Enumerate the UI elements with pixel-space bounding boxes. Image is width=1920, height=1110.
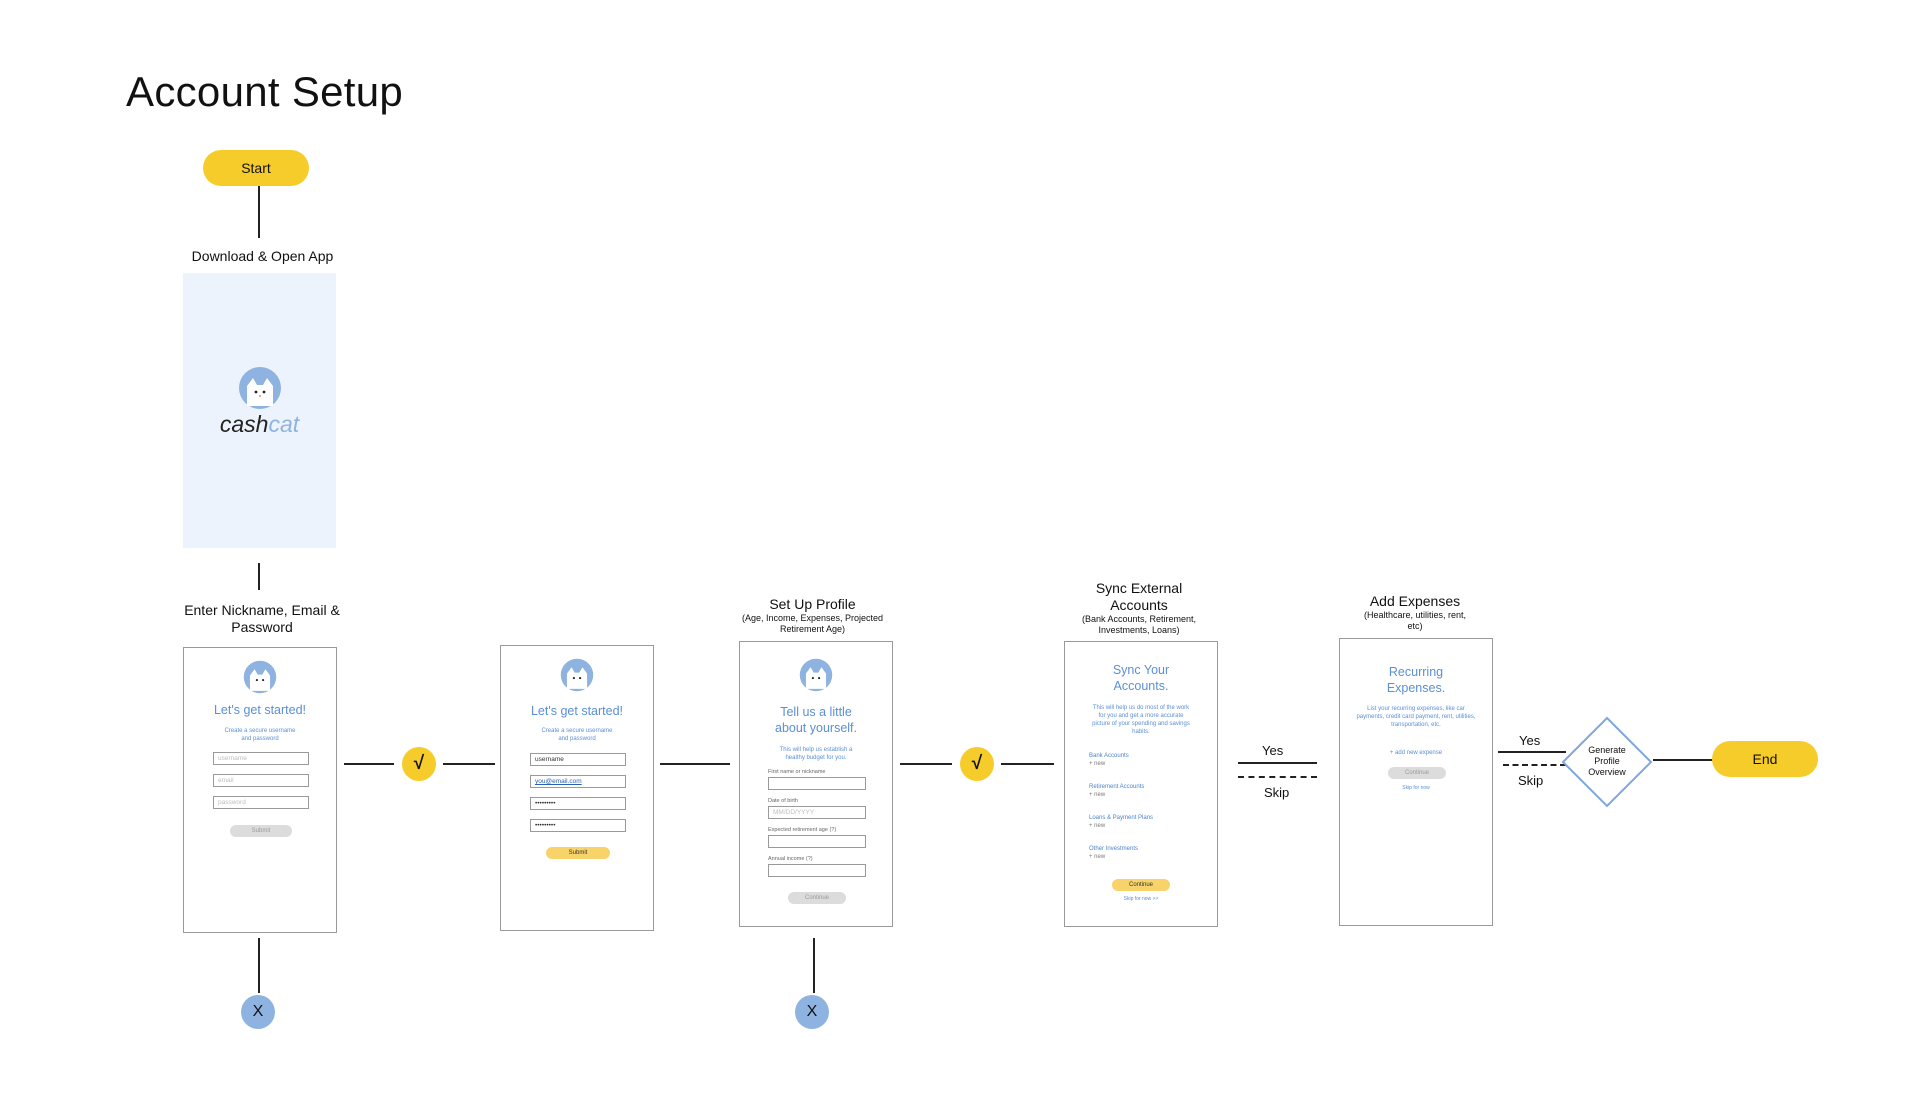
retirement-age-field[interactable] <box>768 835 866 848</box>
signup-subtext: Create a secure username and password <box>224 728 296 742</box>
step-profile-sub: (Age, Income, Expenses, Projected Retire… <box>741 613 884 634</box>
signup-screen-filled: Let's get started! Create a secure usern… <box>500 645 654 931</box>
add-new-link[interactable]: + new <box>1089 854 1106 860</box>
yes-line <box>1498 751 1566 753</box>
expenses-screen: Recurring Expenses. List your recurring … <box>1339 638 1493 926</box>
decision-label: Generate Profile Overview <box>1588 745 1626 777</box>
profile-subtext: This will help us establish a healthy bu… <box>779 747 853 761</box>
add-expense-link[interactable]: + add new expense <box>1389 750 1443 756</box>
brand-part-2: cat <box>268 411 300 437</box>
skip-line <box>1238 776 1317 778</box>
account-other-investments[interactable]: Other Investments + new <box>1089 845 1138 861</box>
yes-label: Yes <box>1519 733 1541 748</box>
profile-heading: Tell us a little about yourself. <box>775 705 857 735</box>
cat-face-icon <box>560 658 594 692</box>
connector-line <box>813 938 815 993</box>
confirm-password-field[interactable]: ••••••••• <box>530 819 626 832</box>
step-sync-label: Sync External Accounts (Bank Accounts, R… <box>1074 580 1204 636</box>
add-new-link[interactable]: + new <box>1089 823 1106 829</box>
brand-part-1: cash <box>219 411 269 437</box>
field-label: Annual income (?) <box>768 856 813 862</box>
check-icon: √ <box>960 747 994 781</box>
start-node: Start <box>203 150 309 186</box>
field-label: Date of birth <box>768 798 798 804</box>
skip-label: Skip <box>1264 785 1290 800</box>
connector-line <box>660 763 730 765</box>
sync-accounts-screen: Sync Your Accounts. This will help us do… <box>1064 641 1218 927</box>
connector-line <box>1001 763 1054 765</box>
check-icon: √ <box>402 747 436 781</box>
add-new-link[interactable]: + new <box>1089 761 1106 767</box>
splash-screen: cashcat <box>183 273 336 548</box>
email-field[interactable]: you@email.com <box>530 775 626 788</box>
connector-line <box>443 763 495 765</box>
connector-line <box>258 186 260 238</box>
diamond-shape <box>1561 716 1653 808</box>
step-sync-sub: (Bank Accounts, Retirement, Investments,… <box>1081 614 1197 635</box>
fail-x-icon: X <box>795 995 829 1029</box>
account-retirement[interactable]: Retirement Accounts + new <box>1089 783 1144 799</box>
step-expenses-label: Add Expenses (Healthcare, utilities, ren… <box>1358 593 1472 632</box>
decision-generate-profile: Generate Profile Overview <box>1561 716 1653 808</box>
income-field[interactable] <box>768 864 866 877</box>
sync-subtext: This will help us do most of the work fo… <box>1092 705 1190 735</box>
skip-label: Skip <box>1518 773 1544 788</box>
connector-line <box>344 763 394 765</box>
profile-screen: Tell us a little about yourself. This wi… <box>739 641 893 927</box>
submit-button[interactable]: Submit <box>546 847 610 859</box>
step-profile-label: Set Up Profile (Age, Income, Expenses, P… <box>735 596 890 635</box>
email-field[interactable]: email <box>213 774 309 787</box>
continue-button[interactable]: Continue <box>1112 879 1170 891</box>
skip-link[interactable]: Skip for now >> <box>1123 896 1159 902</box>
connector-line <box>1653 759 1713 761</box>
signup-heading: Let's get started! <box>213 703 307 717</box>
nickname-field[interactable] <box>768 777 866 790</box>
account-label: Retirement Accounts <box>1089 784 1145 790</box>
expenses-subtext: List your recurring expenses, like car p… <box>1356 706 1476 728</box>
step-expenses-title: Add Expenses <box>1369 593 1461 609</box>
expenses-heading: Recurring Expenses. <box>1386 665 1446 695</box>
step-expenses-sub: (Healthcare, utilities, rent, etc) <box>1363 610 1467 631</box>
fail-x-icon: X <box>241 995 275 1029</box>
cat-face-icon <box>799 658 833 692</box>
cat-face-icon <box>243 660 277 694</box>
account-loans[interactable]: Loans & Payment Plans + new <box>1089 814 1153 830</box>
account-label: Loans & Payment Plans <box>1089 815 1154 821</box>
continue-button[interactable]: Continue <box>1388 767 1446 779</box>
yes-label: Yes <box>1262 743 1284 758</box>
username-field[interactable]: username <box>213 752 309 765</box>
field-label: Expected retirement age (?) <box>768 827 837 833</box>
connector-line <box>900 763 952 765</box>
account-bank[interactable]: Bank Accounts + new <box>1089 752 1129 768</box>
end-node: End <box>1712 741 1818 777</box>
add-new-link[interactable]: + new <box>1089 792 1106 798</box>
connector-line <box>258 938 260 993</box>
skip-link[interactable]: Skip for now <box>1402 785 1430 791</box>
signup-screen-empty: Let's get started! Create a secure usern… <box>183 647 337 933</box>
step-profile-title: Set Up Profile <box>769 596 856 612</box>
signup-heading: Let's get started! <box>530 704 624 718</box>
step-download-label: Download & Open App <box>191 248 334 264</box>
step-sync-title: Sync External Accounts <box>1095 580 1183 613</box>
dob-field[interactable]: MM/DD/YYYY <box>768 806 866 819</box>
username-field[interactable]: username <box>530 753 626 766</box>
account-label: Other Investments <box>1089 846 1139 852</box>
brand-wordmark: cashcat <box>183 411 336 438</box>
password-field[interactable]: password <box>213 796 309 809</box>
sync-heading: Sync Your Accounts. <box>1112 663 1170 693</box>
yes-line <box>1238 762 1317 764</box>
step-enter-label: Enter Nickname, Email & Password <box>184 602 340 635</box>
signup-subtext: Create a secure username and password <box>541 728 613 742</box>
account-label: Bank Accounts <box>1089 753 1129 759</box>
field-label: First name or nickname <box>768 769 826 775</box>
cat-face-icon <box>238 367 281 409</box>
connector-line <box>258 563 260 590</box>
password-field[interactable]: ••••••••• <box>530 797 626 810</box>
skip-line <box>1503 764 1566 766</box>
page-title: Account Setup <box>126 68 404 115</box>
submit-button[interactable]: Submit <box>230 825 292 837</box>
continue-button[interactable]: Continue <box>788 892 846 904</box>
